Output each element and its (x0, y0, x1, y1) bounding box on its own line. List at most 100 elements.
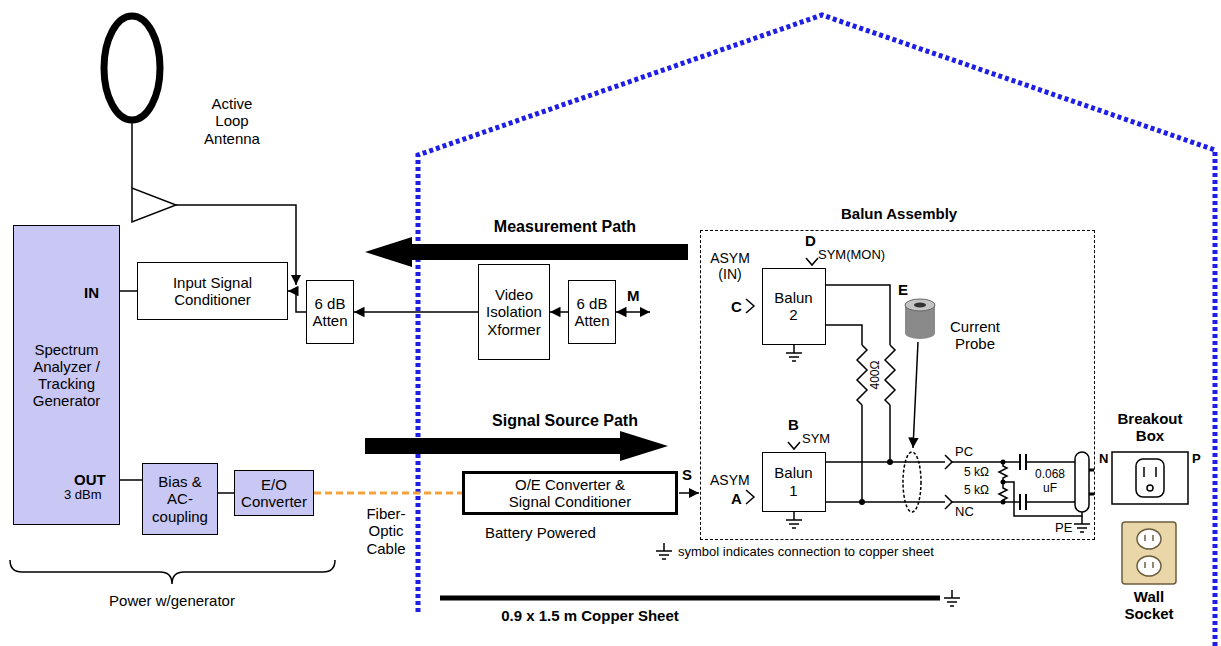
analyzer-box: Spectrum Analyzer / Tracking GeneratorIN… (13, 225, 120, 525)
breakout-box (1136, 459, 1164, 497)
current-probe (913, 342, 918, 448)
junction-dot (859, 499, 865, 505)
current-probe (905, 299, 935, 311)
port-arrow (945, 495, 952, 509)
port-name: S (682, 466, 692, 483)
path-label: Signal Source Path (492, 412, 638, 430)
pin-name: SYM(MON) (818, 248, 885, 263)
attenuator-box: 6 dB Atten (568, 280, 616, 344)
pin-name: ASYM (IN) (705, 250, 755, 282)
note-text: 0.9 x 1.5 m Copper Sheet (501, 607, 679, 624)
port-arrow (806, 258, 818, 265)
port-arrow (616, 311, 650, 313)
ground-symbol (1074, 516, 1090, 532)
junction-dot (1001, 460, 1006, 465)
box-text: Balun 2 (771, 289, 817, 324)
attenuator-box: 6 dB Atten (306, 280, 354, 344)
breakout-box (1147, 485, 1153, 491)
breakout-box (1112, 452, 1188, 504)
box-text: Input Signal Conditioner (138, 274, 287, 309)
wall-socket (1152, 562, 1154, 568)
note-text: symbol indicates connection to copper sh… (678, 545, 934, 560)
box-annotation: OUT (74, 471, 106, 488)
loop-antenna (104, 16, 160, 120)
power-plug (1075, 452, 1094, 512)
pin-name: PE (1055, 521, 1072, 536)
path-arrow (365, 237, 688, 461)
signal-connector (120, 290, 137, 292)
wire (1026, 461, 1075, 463)
wire (952, 501, 1020, 503)
junction-dot (1001, 500, 1006, 505)
breakout-box (1112, 452, 1188, 504)
wire (1003, 482, 1082, 516)
box-text: 6 dB Atten (572, 295, 612, 330)
breakout-box (1143, 467, 1145, 477)
assembly-box: Balun 2Balun 1Balun Assembly (700, 230, 1095, 540)
probe-clamp (903, 452, 921, 512)
port-name: D (805, 232, 816, 249)
loop-antenna (104, 16, 296, 285)
part-label: Breakout Box (1115, 410, 1185, 445)
wall-socket (1122, 522, 1176, 584)
port-arrow (788, 442, 800, 449)
box-text: Bias & AC-coupling (148, 473, 212, 525)
wire (861, 405, 863, 502)
pin-name: P (1192, 452, 1201, 467)
current-probe (914, 303, 926, 308)
capacitor-symbol (1019, 454, 1021, 470)
group-label: Power w/generator (109, 592, 235, 609)
port-name: M (627, 287, 640, 304)
resistor-symbol (857, 345, 1007, 504)
path-label: Measurement Path (494, 218, 636, 236)
component-value: 5 kΩ (964, 466, 989, 480)
current-probe (905, 327, 935, 339)
pin-name: N (1099, 452, 1108, 467)
wall-socket (1122, 522, 1176, 584)
signal-connector (550, 311, 568, 313)
bracket (10, 560, 335, 584)
current-probe (905, 299, 935, 448)
resistor-symbol (857, 345, 867, 405)
component-value: 0.068 uF (1031, 468, 1069, 496)
box-text: O/E Converter & Signal Conditioner (505, 476, 635, 511)
box-annotation: IN (84, 284, 99, 301)
power-plug (1089, 493, 1094, 496)
capacitor-symbol (1025, 494, 1027, 510)
box-text: 6 dB Atten (310, 295, 350, 330)
part-label: Wall Socket (1119, 588, 1179, 623)
loop-antenna (131, 120, 133, 188)
resistor-symbol (885, 345, 895, 405)
capacitor-symbol (1025, 454, 1027, 470)
port-name: E (898, 281, 908, 298)
capacitor-symbol (1020, 454, 1026, 510)
wall-socket (1137, 556, 1161, 576)
port-arrow (746, 490, 754, 504)
ground-symbol (944, 590, 960, 606)
loop-antenna (132, 188, 176, 222)
house-outline (418, 15, 1215, 646)
balun-box: Balun 2 (762, 268, 826, 345)
copper-sheet (440, 596, 940, 601)
wall-socket (1144, 535, 1146, 541)
path-arrow (365, 431, 668, 461)
breakout-box (1155, 467, 1157, 477)
resistor-symbol (999, 462, 1007, 504)
ground-symbol (786, 512, 802, 528)
port-arrow (945, 455, 952, 469)
box-annotation: Balun Assembly (841, 205, 957, 222)
wire (826, 501, 945, 503)
box-text: Balun 1 (771, 464, 817, 499)
signal-connector (288, 291, 306, 312)
capacitor-symbol (1019, 494, 1021, 510)
wire (826, 285, 1082, 516)
power-plug (1089, 469, 1094, 472)
wire (952, 461, 1020, 463)
component-value: 5 kΩ (964, 484, 989, 498)
junction-dot (859, 459, 1006, 505)
box-annotation: 3 dBm (64, 488, 102, 503)
wall-socket (1137, 529, 1161, 549)
transformer-box: Video Isolation Xformer (478, 264, 550, 360)
pin-name: NC (955, 505, 974, 520)
pin-name: ASYM (710, 472, 750, 488)
